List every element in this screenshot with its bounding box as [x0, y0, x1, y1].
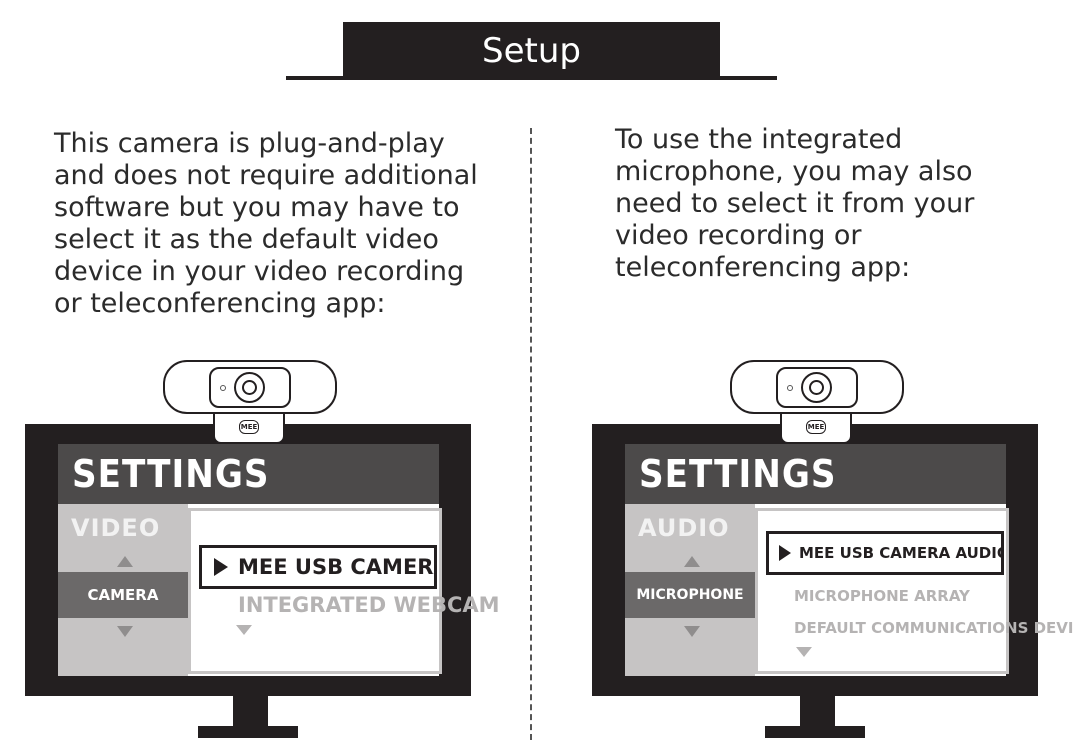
scroll-up-icon[interactable]: [684, 556, 700, 567]
more-options-icon[interactable]: [236, 625, 252, 635]
monitor: SETTINGS VIDEO CAMERA MEE USB CAMERA INT…: [25, 424, 500, 696]
indicator-light-icon: [787, 385, 793, 391]
settings-title: SETTINGS: [72, 452, 270, 496]
left-instructions: This camera is plug-and-play and does no…: [54, 128, 478, 319]
scroll-down-icon[interactable]: [117, 626, 133, 637]
settings-title: SETTINGS: [639, 452, 837, 496]
webcam: [163, 360, 337, 414]
sidebar-item-camera[interactable]: CAMERA: [58, 572, 188, 618]
play-arrow-icon: [779, 545, 791, 561]
page-title: Setup: [343, 22, 720, 80]
monitor: SETTINGS AUDIO MICROPHONE MEE USB CAMERA…: [592, 424, 1073, 696]
device-list-panel: MEE USB CAMERA INTEGRATED WEBCAM: [188, 508, 500, 674]
selected-device-label: MEE USB CAMERA: [238, 555, 437, 579]
webcam-lens-housing: [209, 367, 291, 408]
device-option[interactable]: MICROPHONE ARRAY: [794, 587, 970, 605]
device-option[interactable]: INTEGRATED WEBCAM: [238, 593, 500, 617]
selected-device-option[interactable]: MEE USB CAMERA AUDIO: [766, 531, 1004, 575]
more-options-icon[interactable]: [796, 647, 812, 657]
camera-lens-icon: [234, 372, 265, 403]
webcam-clip: MEE: [213, 412, 285, 444]
play-arrow-icon: [214, 558, 228, 576]
selected-device-option[interactable]: MEE USB CAMERA: [199, 545, 437, 589]
brand-logo: MEE: [806, 420, 826, 434]
right-instructions: To use the integrated microphone, you ma…: [615, 124, 975, 283]
sidebar-item-microphone[interactable]: MICROPHONE: [625, 572, 755, 618]
monitor-stand-base: [198, 726, 298, 738]
category-label: VIDEO: [71, 514, 161, 542]
monitor-stand-neck: [800, 696, 835, 726]
settings-sidebar: AUDIO MICROPHONE: [625, 504, 755, 676]
webcam-lens-housing: [776, 367, 858, 408]
device-list-panel: MEE USB CAMERA AUDIO MICROPHONE ARRAY DE…: [755, 508, 1073, 674]
monitor-stand-base: [765, 726, 865, 738]
device-option[interactable]: DEFAULT COMMUNICATIONS DEVICE: [794, 619, 1073, 637]
monitor-screen: SETTINGS AUDIO MICROPHONE MEE USB CAMERA…: [625, 444, 1073, 676]
selected-device-label: MEE USB CAMERA AUDIO: [799, 544, 1004, 562]
column-divider: [530, 128, 532, 740]
webcam-clip: MEE: [780, 412, 852, 444]
scroll-down-icon[interactable]: [684, 626, 700, 637]
settings-sidebar: VIDEO CAMERA: [58, 504, 188, 676]
page-title-text: Setup: [482, 31, 581, 71]
video-settings-illustration: SETTINGS VIDEO CAMERA MEE USB CAMERA INT…: [25, 360, 500, 740]
indicator-light-icon: [220, 385, 226, 391]
category-label: AUDIO: [638, 514, 730, 542]
scroll-up-icon[interactable]: [117, 556, 133, 567]
camera-lens-icon: [801, 372, 832, 403]
webcam: [730, 360, 904, 414]
settings-header: SETTINGS: [625, 444, 1006, 504]
sidebar-item-label: MICROPHONE: [636, 587, 744, 603]
monitor-stand-neck: [233, 696, 268, 726]
brand-logo: MEE: [239, 420, 259, 434]
monitor-screen: SETTINGS VIDEO CAMERA MEE USB CAMERA INT…: [58, 444, 500, 676]
audio-settings-illustration: SETTINGS AUDIO MICROPHONE MEE USB CAMERA…: [592, 360, 1073, 740]
sidebar-item-label: CAMERA: [87, 586, 159, 604]
settings-header: SETTINGS: [58, 444, 439, 504]
